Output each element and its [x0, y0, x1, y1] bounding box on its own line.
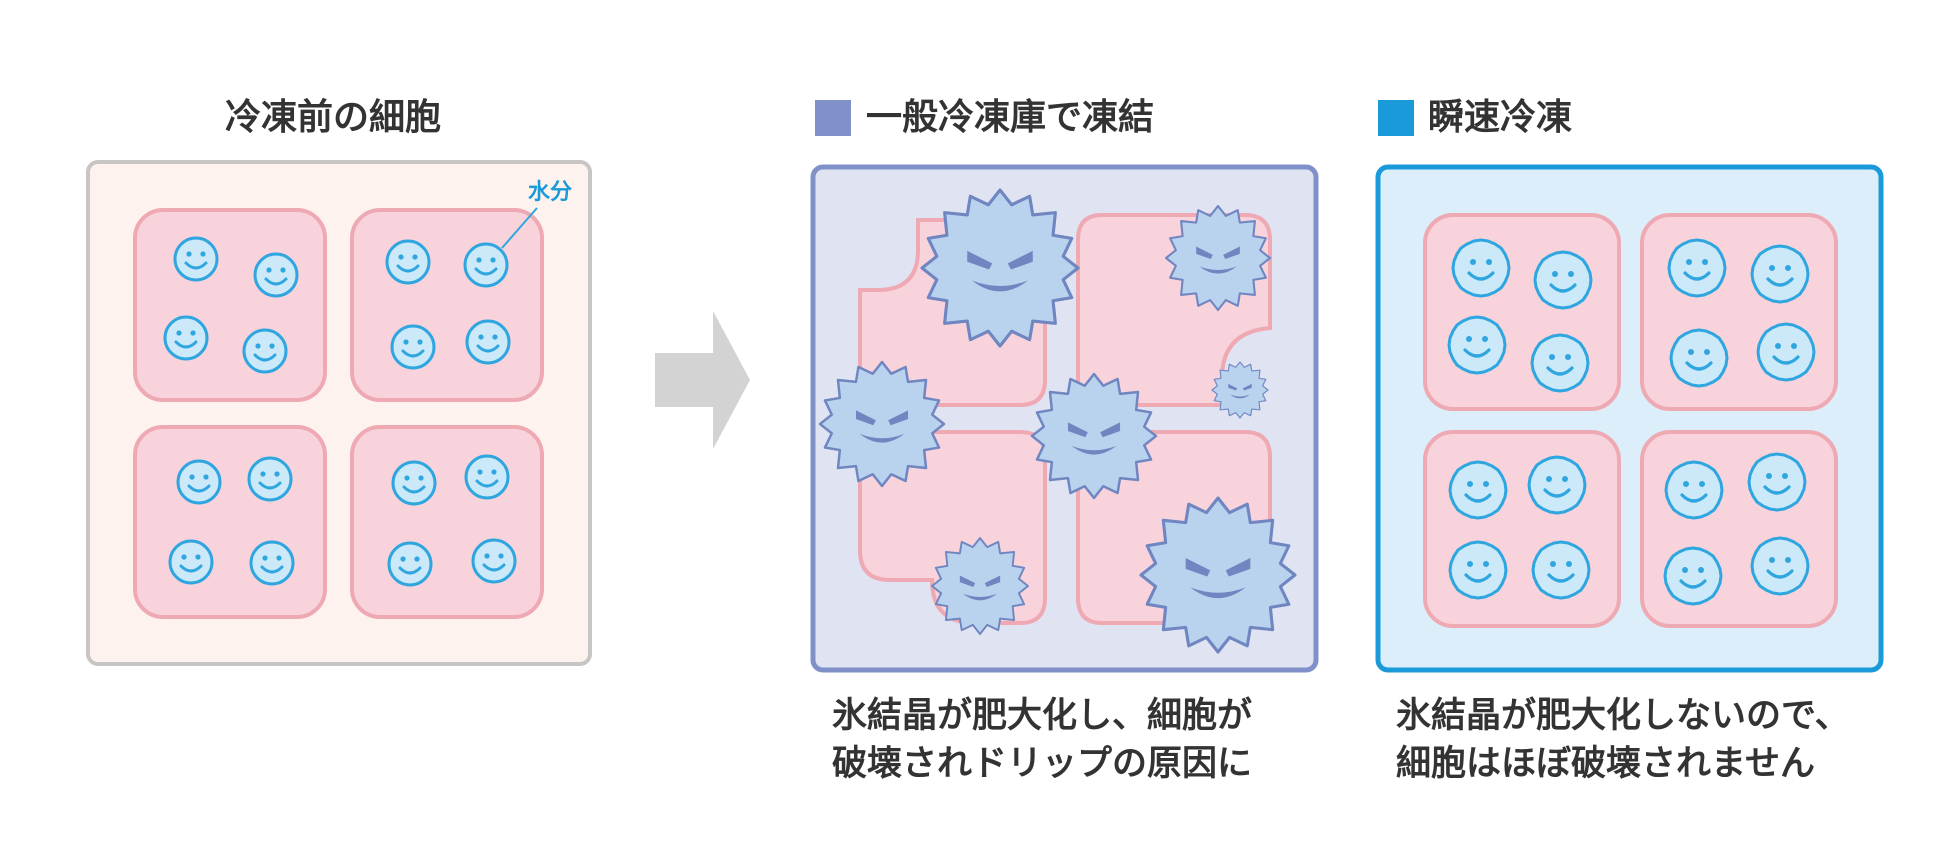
cell	[135, 210, 325, 400]
water-icon	[249, 458, 291, 500]
water-icon	[1450, 542, 1506, 598]
water-icon	[1669, 240, 1725, 296]
normal-caption-line2: 破壊されドリップの原因に	[832, 740, 1252, 788]
ice-crystal-icon	[1166, 206, 1270, 310]
water-icon	[1529, 457, 1585, 513]
ice-crystal-icon	[932, 538, 1028, 634]
right-arrow-icon	[655, 311, 750, 449]
ice-crystal-icon	[1032, 374, 1156, 498]
water-icon	[1533, 542, 1589, 598]
instant-caption-line2: 細胞はほぼ破壊されません	[1396, 740, 1815, 788]
water-icon	[473, 540, 515, 582]
ice-crystal-icon	[922, 190, 1078, 346]
water-icon	[466, 456, 508, 498]
normal-panel	[813, 167, 1316, 670]
water-icon	[1450, 462, 1506, 518]
water-label: 水分	[528, 180, 572, 205]
ice-crystal-icon	[1141, 498, 1295, 652]
water-icon	[1449, 317, 1505, 373]
cell	[1642, 432, 1836, 626]
water-icon	[392, 326, 434, 368]
water-icon	[1749, 454, 1805, 510]
cell	[135, 427, 325, 617]
water-icon	[1752, 246, 1808, 302]
water-icon	[175, 238, 217, 280]
water-icon	[1666, 462, 1722, 518]
ice-crystal-icon	[820, 362, 944, 486]
water-icon	[465, 244, 507, 286]
cell	[352, 427, 542, 617]
water-icon	[1453, 240, 1509, 296]
instant-caption-line1: 氷結晶が肥大化しないので、	[1396, 692, 1850, 740]
ice-crystal-icon	[1212, 362, 1268, 418]
water-icon	[393, 462, 435, 504]
water-icon	[389, 543, 431, 585]
cell	[1425, 215, 1619, 409]
water-icon	[1535, 252, 1591, 308]
water-icon	[387, 241, 429, 283]
water-icon	[178, 461, 220, 503]
water-icon	[1671, 330, 1727, 386]
water-icon	[170, 541, 212, 583]
water-icon	[1665, 548, 1721, 604]
water-icon	[244, 330, 286, 372]
before-panel: 水分	[88, 162, 590, 664]
water-icon	[1758, 324, 1814, 380]
water-icon	[165, 317, 207, 359]
water-icon	[467, 321, 509, 363]
normal-caption-line1: 氷結晶が肥大化し、細胞が	[832, 692, 1252, 740]
water-icon	[1532, 335, 1588, 391]
cell	[1642, 215, 1836, 409]
water-icon	[1752, 538, 1808, 594]
cell	[1425, 432, 1619, 626]
water-icon	[255, 254, 297, 296]
cell	[352, 210, 542, 400]
instant-panel	[1378, 167, 1881, 670]
water-icon	[251, 542, 293, 584]
